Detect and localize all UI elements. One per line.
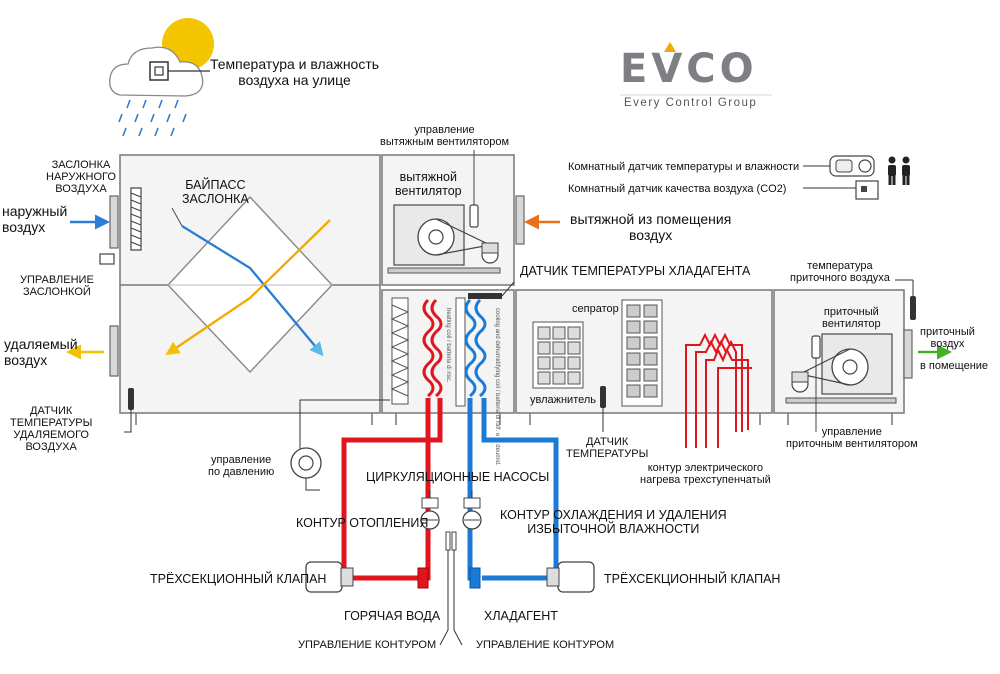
people-icon bbox=[888, 156, 910, 185]
fresh-air-flow bbox=[181, 225, 324, 357]
bypass-damper bbox=[130, 187, 142, 251]
heating-coil-caption: heating coil / batteria di risc. bbox=[445, 308, 451, 383]
into-room-label: в помещение bbox=[920, 360, 989, 372]
three-way-valve-left bbox=[305, 561, 429, 593]
supply-air-temp-sensor bbox=[895, 279, 916, 320]
exhaust-air-flow bbox=[165, 219, 331, 356]
heat-exchanger bbox=[167, 195, 333, 374]
room-sensor-co2-label: Комнатный датчик качества воздуха (CO2) bbox=[568, 183, 787, 195]
exhaust-fan bbox=[387, 150, 501, 274]
cooling-coil-caption: cooling and dehumidifying coil / batteri… bbox=[494, 308, 500, 466]
humidifier-label: увлажнитель bbox=[530, 394, 597, 406]
refrigerant-temp-sensor-label: ДАТЧИК ТЕМПЕРАТУРЫ ХЛАДАГЕНТА bbox=[520, 264, 751, 278]
evco-tagline: Every Control Group bbox=[624, 97, 758, 109]
separator bbox=[621, 299, 663, 407]
three-way-valve-right bbox=[469, 561, 595, 593]
heating-pump bbox=[420, 497, 440, 530]
exhaust-damper bbox=[109, 325, 119, 377]
supply-damper bbox=[903, 329, 913, 379]
cooling-pump bbox=[462, 497, 482, 530]
cooling-coil bbox=[464, 298, 487, 398]
refrigerant-label: ХЛАДАГЕНТ bbox=[484, 609, 558, 623]
electric-heater bbox=[685, 332, 752, 448]
three-way-valve-right-label: ТРЁХСЕКЦИОННЫЙ КЛАПАН bbox=[604, 572, 781, 586]
bypass-leader bbox=[171, 207, 183, 227]
refrigerant-temp-sensor bbox=[468, 293, 502, 299]
outdoor-damper bbox=[109, 195, 119, 249]
loop-controllers bbox=[439, 531, 463, 646]
supply-fan bbox=[785, 333, 897, 432]
room-sensor-temp-hum-label: Комнатный датчик температуры и влажности bbox=[568, 161, 800, 173]
separator-label: сепратор bbox=[572, 303, 619, 315]
co2-sensor bbox=[803, 180, 879, 200]
evco-logo bbox=[620, 42, 772, 96]
evco-logo-text: EVCO bbox=[620, 46, 758, 92]
room-exhaust-damper bbox=[515, 195, 525, 245]
pressure-switch bbox=[290, 447, 322, 491]
room-temp-hum-sensor bbox=[803, 155, 875, 177]
hot-water-piping bbox=[341, 398, 443, 581]
circ-pumps-label: ЦИРКУЛЯЦИОННЫЕ НАСОСЫ bbox=[366, 470, 550, 484]
loop-control-left-label: УПРАВЛЕНИЕ КОНТУРОМ bbox=[298, 639, 437, 651]
pressure-wire bbox=[299, 399, 390, 450]
hot-water-label: ГОРЯЧАЯ ВОДА bbox=[344, 609, 441, 623]
weather-icon bbox=[109, 18, 214, 137]
heating-coil bbox=[422, 298, 443, 398]
filter-coil bbox=[390, 297, 410, 405]
exhaust-temp-sensor bbox=[124, 388, 134, 433]
three-way-valve-left-label: ТРЁХСЕКЦИОННЫЙ КЛАПАН bbox=[150, 572, 327, 586]
housing-feet bbox=[135, 413, 893, 425]
chiller-piping bbox=[467, 398, 559, 581]
coil-captions: heating coil / batteria di risc. cooling… bbox=[445, 308, 500, 466]
coil-fins bbox=[455, 297, 466, 407]
loop-control-right-label: УПРАВЛЕНИЕ КОНТУРОМ bbox=[476, 639, 615, 651]
heating-loop-label: КОНТУР ОТОПЛЕНИЯ bbox=[296, 516, 429, 530]
humidifier bbox=[532, 321, 584, 389]
supply-temp-sensor bbox=[600, 386, 606, 432]
damper-actuator bbox=[99, 253, 115, 265]
